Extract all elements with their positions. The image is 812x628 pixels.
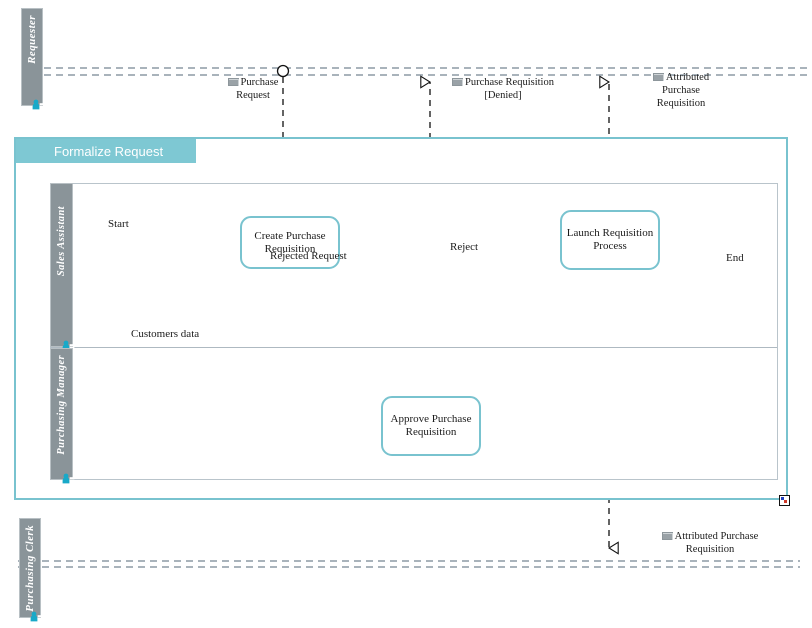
envelope-icon [227, 78, 239, 86]
message-label-attributed-purchase-requisition-bottom: Attributed Purchase Requisition [645, 530, 775, 556]
reject-event-label: Reject [450, 241, 479, 253]
pool-header-requester[interactable]: Requester [21, 8, 45, 110]
message-label-purchase-request: Purchase Request [216, 76, 290, 102]
end-event-label: End [726, 252, 744, 264]
task-label: Launch Requisition Process [566, 227, 654, 252]
task-approve-purchase-requisition[interactable]: Approve Purchase Requisition [381, 396, 481, 456]
message-label-purchase-requisition-denied: Purchase Requisition [Denied] [438, 76, 568, 102]
lane-label-purchasing-manager: Purchasing Manager [56, 355, 67, 455]
task-launch-requisition-process[interactable]: Launch Requisition Process [560, 210, 660, 270]
annotation-rejected-request: Rejected Request [270, 250, 347, 262]
subprocess-title: Formalize Request [54, 143, 164, 159]
pool-header-purchasing-clerk[interactable]: Purchasing Clerk [19, 518, 43, 622]
lane-label-sales-assistant: Sales Assistant [56, 206, 67, 277]
subprocess-title-banner: Formalize Request [16, 139, 196, 163]
lane-header-sales-assistant[interactable]: Sales Assistant [50, 183, 74, 351]
resize-handle-icon[interactable] [779, 495, 790, 506]
lane-divider [51, 347, 777, 348]
message-label-attributed-purchase-requisition-top: Attributed Purchase Requisition [640, 71, 722, 110]
pool-label-purchasing-clerk: Purchasing Clerk [24, 525, 36, 612]
task-label: Approve Purchase Requisition [390, 413, 472, 438]
task-label: Create Purchase Requisition [254, 229, 326, 255]
envelope-icon [452, 78, 464, 86]
task-create-purchase-requisition[interactable]: Create Purchase Requisition [240, 216, 340, 269]
pool-label-requester: Requester [26, 15, 38, 64]
envelope-icon [661, 532, 673, 540]
start-event-label: Start [108, 218, 129, 230]
data-object-label: Customers data [131, 328, 200, 340]
envelope-icon [652, 73, 664, 81]
lane-header-purchasing-manager[interactable]: Purchasing Manager [50, 348, 74, 484]
